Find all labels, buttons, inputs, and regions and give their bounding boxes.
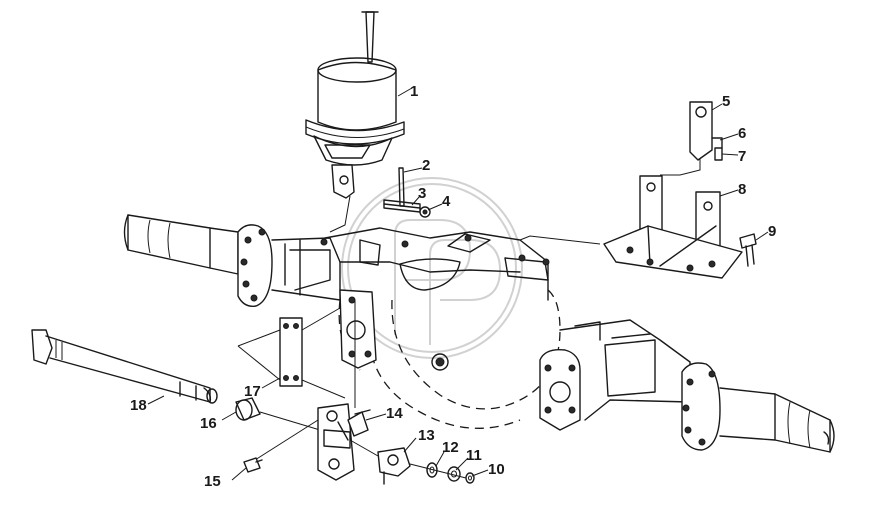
callout-leaders	[147, 87, 769, 481]
callout-8: 8	[738, 181, 746, 198]
callout-13: 13	[418, 427, 435, 444]
washers	[409, 462, 475, 484]
callout-12: 12	[442, 439, 459, 456]
brake-chamber	[305, 11, 405, 199]
callout-6: 6	[738, 125, 746, 142]
upper-bracket-plate	[660, 101, 723, 176]
callout-3: 3	[418, 185, 426, 202]
callout-17: 17	[244, 383, 261, 400]
callout-15: 15	[204, 473, 221, 490]
grease-nipple	[243, 457, 263, 473]
bracket-bolt	[739, 233, 757, 267]
callout-2: 2	[422, 157, 430, 174]
slack-plate	[237, 307, 346, 399]
callout-labels: 1 2 3 4 5 6 7 8 9 10 11 12 13 14 15 16 1…	[130, 83, 776, 490]
callout-1: 1	[410, 83, 418, 100]
callout-16: 16	[200, 415, 217, 432]
slack-adjuster	[254, 300, 371, 481]
callout-11: 11	[466, 447, 482, 464]
adjuster-housing	[349, 439, 411, 485]
callout-5: 5	[722, 93, 730, 110]
camshaft	[31, 329, 218, 404]
bushing	[235, 397, 321, 431]
callout-4: 4	[442, 193, 451, 210]
callout-14: 14	[386, 405, 403, 422]
callout-7: 7	[738, 148, 746, 165]
clevis-pins	[329, 167, 431, 233]
axle-housing	[123, 214, 835, 453]
callout-18: 18	[130, 397, 147, 414]
callout-10: 10	[488, 461, 505, 478]
callout-9: 9	[768, 223, 776, 240]
watermark-logo	[341, 177, 523, 359]
mounting-bracket	[519, 175, 743, 279]
